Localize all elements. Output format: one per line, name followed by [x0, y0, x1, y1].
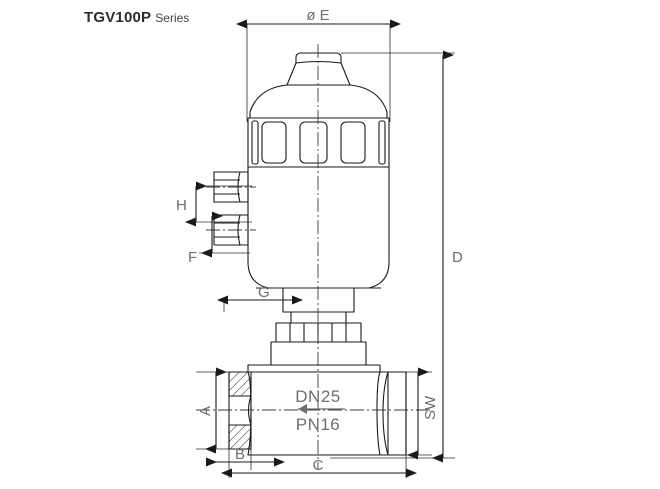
actuator-assembly: [247, 52, 390, 366]
dimension-label-SW: SW: [422, 395, 439, 420]
bonnet-nut: [270, 341, 367, 366]
valve-inlet-flange: [228, 371, 252, 450]
actuator-window-1: [261, 121, 287, 164]
actuator-neck: [282, 287, 355, 313]
actuator-rib-band: [247, 117, 390, 168]
valve-body-globe: [247, 371, 381, 456]
actuator-window-3: [340, 121, 366, 164]
actuator-window-2: [299, 121, 328, 164]
dimension-label-F: F: [188, 249, 197, 266]
flow-direction-arrow: [298, 404, 345, 414]
valve-body: [228, 364, 407, 456]
valve-outlet-hex: [380, 371, 407, 456]
actuator-stem-collar: [290, 311, 347, 324]
dimension-label-E: ø E: [306, 7, 329, 24]
dimension-label-D: D: [452, 249, 463, 266]
actuator-dome: [249, 84, 388, 119]
dimension-label-H: H: [176, 197, 187, 214]
page-title: TGV100P: [84, 9, 152, 26]
page-subtitle: Series: [155, 11, 190, 25]
centre-lines: [196, 44, 430, 470]
dimension-label-A: A: [197, 406, 214, 416]
pressure-rating-label: PN16: [296, 415, 341, 434]
actuator-cap-taper: [286, 62, 351, 86]
actuator-cap: [295, 52, 342, 63]
actuator-barrel: [247, 167, 390, 289]
dimension-label-G: G: [258, 284, 270, 301]
dimension-label-B: B: [235, 446, 245, 463]
dimension-label-C: C: [313, 457, 324, 474]
nominal-diameter-label: DN25: [295, 387, 340, 406]
dimension-lines: [185, 19, 454, 478]
